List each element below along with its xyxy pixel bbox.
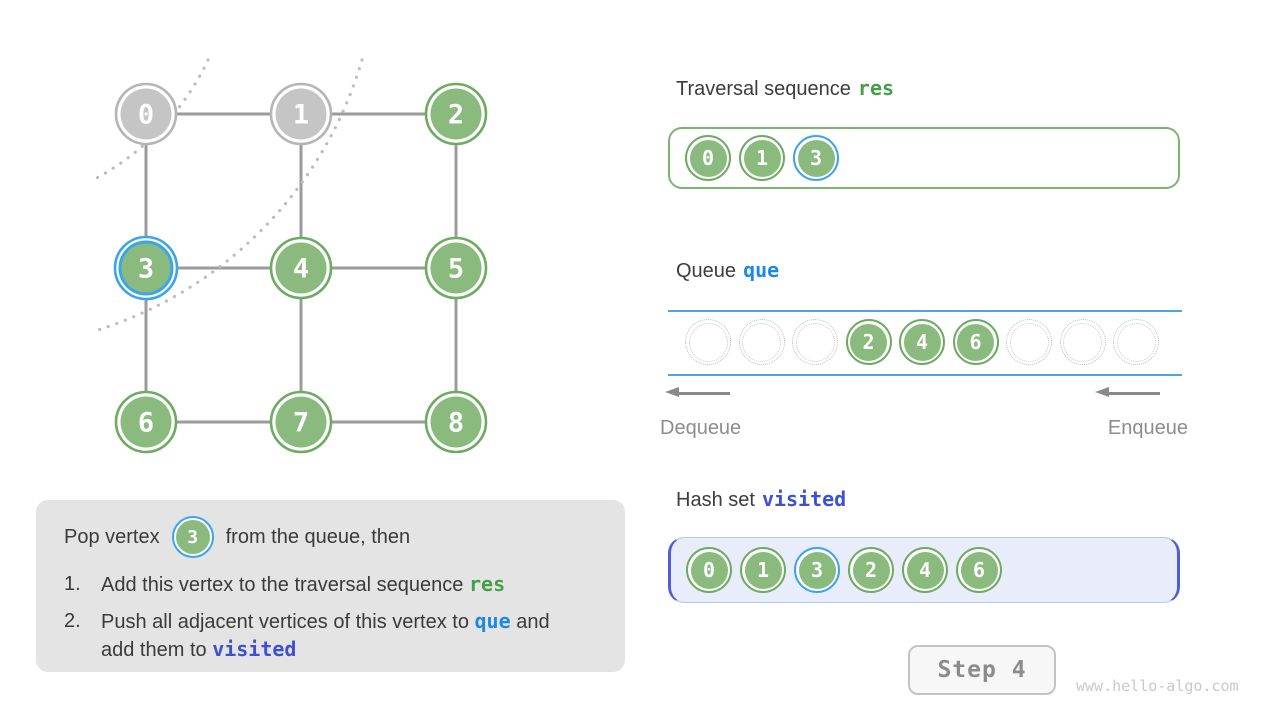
note-list: 1. Add this vertex to the traversal seque…: [64, 571, 605, 664]
step-badge-label: Step 4: [937, 657, 1027, 683]
token-label: 3: [797, 139, 835, 177]
graph-node-4: 4: [269, 236, 333, 300]
queue-empty-slot: [685, 319, 731, 365]
token-label: 2: [850, 323, 887, 361]
enqueue-arrow-icon: [1095, 387, 1160, 397]
token-label: 0: [690, 551, 728, 589]
token-label: 1: [744, 551, 782, 589]
graph-node-5: 5: [424, 236, 488, 300]
queue-title-text: Queue: [676, 260, 737, 282]
bfs-wave-arc-inner: [91, 58, 210, 182]
queue-empty-slot: [1059, 319, 1106, 365]
traversal-title: Traversal sequence res: [676, 76, 894, 101]
token-2: 2: [845, 319, 892, 365]
token-label: 4: [903, 323, 941, 361]
graph-node-7: 7: [269, 390, 333, 454]
note-intro: Pop vertex 3 from the queue, then: [64, 513, 605, 561]
svg-text:0: 0: [138, 100, 154, 131]
enqueue-label: Enqueue: [1107, 417, 1188, 439]
token-4: 4: [899, 319, 945, 365]
note-item-text: Add this vertex to the traversal sequenc…: [101, 571, 579, 599]
note-list-item: 2. Push all adjacent vertices of this ver…: [64, 608, 605, 664]
token-2: 2: [848, 547, 894, 593]
queue-empty-slot: [1006, 319, 1052, 365]
queue-title: Queue que: [676, 258, 779, 283]
token-4: 4: [902, 547, 948, 593]
svg-text:5: 5: [448, 254, 464, 285]
queue-empty-slot: [792, 319, 838, 365]
hashset-title: Hash set visited: [676, 487, 846, 512]
hashset-title-text: Hash set: [676, 489, 755, 511]
dequeue-label: Dequeue: [660, 417, 742, 439]
note-text-part: Add this vertex to the traversal sequenc…: [101, 574, 469, 596]
svg-text:8: 8: [448, 408, 464, 439]
note-text-part: Push all adjacent vertices of this verte…: [101, 611, 475, 633]
code-ref-res: res: [468, 572, 506, 596]
token-1: 1: [739, 135, 785, 181]
queue-code-label: que: [743, 258, 780, 282]
vertex-3-token: 3: [171, 516, 214, 558]
svg-text:7: 7: [293, 408, 309, 439]
svg-text:4: 4: [293, 254, 309, 285]
hashset-code-label: visited: [761, 487, 847, 511]
token-label: 3: [798, 551, 836, 589]
graph-node-1: 1: [269, 82, 333, 146]
token-3: 3: [794, 547, 840, 593]
token-label: 4: [906, 551, 944, 589]
token-0: 0: [685, 135, 731, 181]
svg-text:6: 6: [138, 408, 154, 439]
note-list-item: 1. Add this vertex to the traversal seque…: [64, 571, 605, 599]
queue-empty-slot-inner: [1116, 322, 1156, 362]
graph-node-0: 0: [114, 82, 178, 146]
code-ref-que: que: [474, 609, 511, 633]
note-item-number: 1.: [64, 573, 81, 595]
token-3: 3: [793, 135, 839, 181]
graph-nodes: 0 1 2 3 4 5 6 7 8: [113, 82, 488, 454]
queue-top-line: [668, 310, 1182, 312]
note-item-text: Push all adjacent vertices of this verte…: [101, 608, 579, 664]
vertex-3-label: 3: [175, 520, 210, 554]
queue-bottom-line: [668, 374, 1182, 376]
queue-empty-slot: [1113, 319, 1159, 365]
token-label: 6: [960, 551, 998, 589]
token-6: 6: [952, 319, 999, 365]
step-badge[interactable]: Step 4: [908, 645, 1056, 695]
note-intro-after: from the queue, then: [225, 525, 411, 548]
traversal-title-text: Traversal sequence: [676, 78, 851, 100]
watermark: www.hello-algo.com: [1076, 677, 1239, 695]
dequeue-arrow-icon: [665, 387, 730, 397]
token-label: 0: [689, 139, 727, 177]
svg-text:3: 3: [138, 254, 154, 285]
graph-node-6: 6: [114, 390, 178, 454]
token-label: 6: [957, 323, 994, 361]
bfs-wave-arcs: [91, 58, 364, 332]
note-text-part: and add them to: [101, 611, 550, 661]
queue-empty-slot-inner: [795, 322, 835, 362]
token-1: 1: [740, 547, 786, 593]
token-label: 1: [743, 139, 781, 177]
token-6: 6: [956, 547, 1002, 593]
queue-empty-slot-inner: [1009, 322, 1049, 362]
bfs-wave-arc-outer: [96, 58, 364, 332]
note-item-number: 2.: [64, 610, 81, 632]
svg-text:2: 2: [448, 100, 464, 131]
step-explanation-box: Pop vertex 3 from the queue, then 1. Add …: [36, 500, 625, 672]
traversal-code-label: res: [857, 76, 895, 100]
token-0: 0: [686, 547, 732, 593]
code-ref-visited: visited: [212, 637, 297, 661]
svg-text:1: 1: [293, 100, 309, 131]
queue-empty-slot: [738, 319, 785, 365]
note-intro-before: Pop vertex: [64, 525, 160, 548]
queue-empty-slot-inner: [742, 322, 781, 362]
graph-node-2: 2: [424, 82, 488, 146]
queue-empty-slot-inner: [1063, 322, 1102, 362]
graph-node-8: 8: [424, 390, 488, 454]
graph-canvas: 0 1 2 3 4 5 6 7 8: [91, 58, 488, 454]
token-label: 2: [852, 551, 890, 589]
graph-node-3: 3: [113, 235, 179, 301]
queue-empty-slot-inner: [688, 322, 728, 362]
